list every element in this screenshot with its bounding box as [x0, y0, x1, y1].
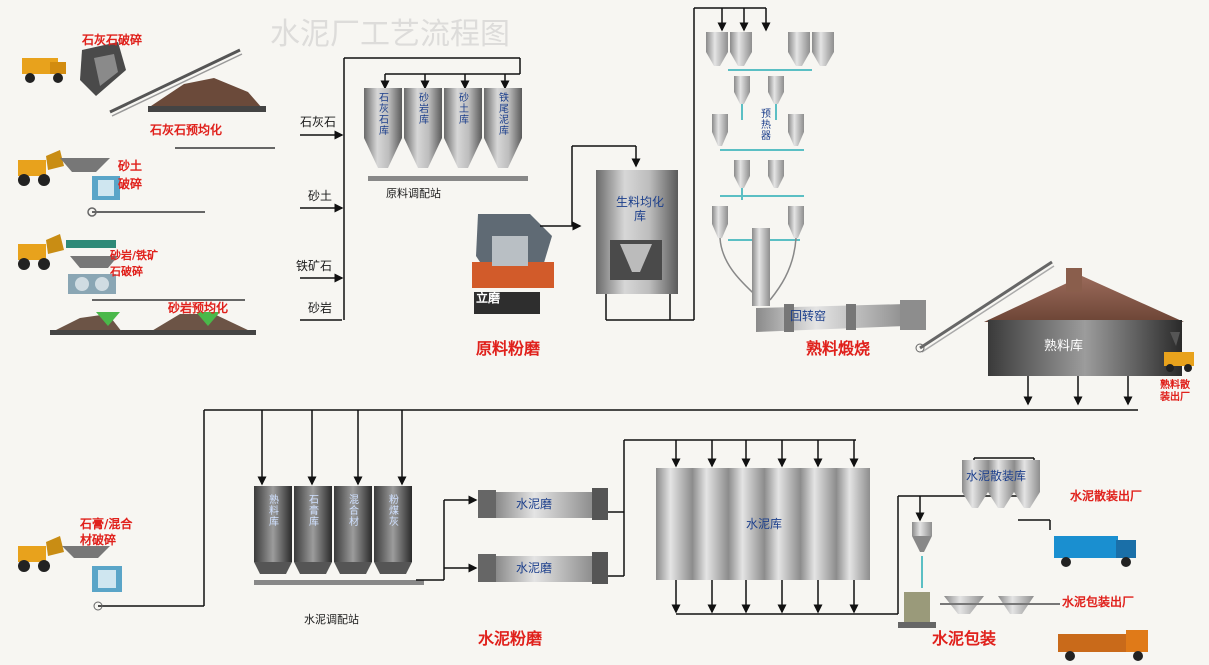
cement-silo-admixture: 混合材	[346, 494, 358, 527]
label-limestone-prehomo: 石灰石预均化	[150, 123, 223, 137]
vertical-mill-label: 立磨	[476, 291, 501, 305]
prehomogenization-pile	[148, 78, 266, 112]
raw-silo-iron-tailings: 铁尾泥库	[496, 92, 508, 136]
packing-machine	[898, 592, 936, 628]
crusher-icon	[92, 176, 120, 200]
raw-meal-silo-label: 生料均化库	[616, 195, 665, 223]
packing-out-label: 水泥包装出厂	[1062, 595, 1135, 609]
label-gypsum-line1: 石膏/混合	[80, 517, 133, 531]
label-sandy-soil: 砂土	[118, 159, 143, 173]
crusher-icon	[68, 274, 116, 294]
vertical-mill	[472, 214, 554, 314]
gas-ducts	[720, 69, 812, 241]
raw-input-limestone: 石灰石	[300, 115, 337, 129]
conveyor-belt	[919, 260, 1053, 350]
cement-station-label: 水泥调配站	[304, 613, 359, 626]
batching-belt	[254, 580, 424, 585]
cement-silo-bank-label: 水泥库	[746, 517, 783, 531]
section-raw-grinding: 原料粉磨	[476, 339, 541, 358]
raw-meal-silo	[596, 170, 678, 294]
crusher-icon	[80, 42, 126, 96]
prehomogenization-pile	[50, 312, 256, 335]
cement-silo-clinker: 熟料库	[266, 494, 278, 527]
cement-mill-2-label: 水泥磨	[516, 561, 553, 575]
cement-mill	[478, 552, 608, 584]
feed-lines	[605, 7, 771, 321]
section-clinker-calcination: 熟料煅烧	[806, 339, 871, 358]
bulk-silo-label: 水泥散装库	[966, 469, 1027, 483]
section-cement-grinding: 水泥粉磨	[478, 629, 543, 648]
watermark-title: 水泥厂工艺流程图	[270, 17, 510, 52]
section-cement-packing: 水泥包装	[932, 629, 997, 648]
bulk-out-label: 水泥散装出厂	[1070, 489, 1143, 503]
raw-silo-limestone: 石灰石库	[376, 92, 388, 136]
batching-belt	[368, 176, 528, 181]
rotary-kiln	[756, 300, 926, 332]
hopper	[70, 256, 118, 268]
label-sandstone-prehomo: 砂岩预均化	[168, 301, 229, 315]
raw-input-sandy-soil: 砂土	[308, 189, 333, 203]
clinker-silo-label: 熟料库	[1044, 339, 1084, 354]
conveyor-belt	[109, 48, 241, 114]
preheater-tower	[706, 32, 834, 238]
feed-lines	[571, 145, 641, 226]
label-gypsum-line2: 材破碎	[80, 533, 117, 547]
raw-station-label: 原料调配站	[386, 187, 441, 200]
cement-mill	[478, 488, 608, 520]
label-crush: 破碎	[118, 177, 143, 191]
wheel-loader-icon	[18, 150, 64, 186]
crusher-icon	[92, 566, 122, 592]
label-limestone-crush: 石灰石破碎	[82, 33, 143, 47]
preheater-label: 预热器	[758, 108, 770, 141]
cement-silo-flyash: 粉煤灰	[386, 494, 398, 527]
cargo-truck-icon	[1058, 630, 1148, 661]
bulk-truck-icon	[1164, 332, 1194, 372]
conveyor-belt	[111, 53, 243, 117]
raw-silo-sandstone: 砂岩库	[416, 92, 428, 125]
raw-input-sandstone: 砂岩	[308, 301, 333, 315]
hopper	[60, 158, 110, 172]
feed-lines	[98, 376, 1138, 607]
label-sandstone-ore: 砂岩/铁矿	[110, 249, 159, 262]
calciner	[752, 228, 770, 306]
label-stone-crush: 石破碎	[110, 265, 143, 278]
cement-batching-silos	[254, 486, 412, 574]
bulk-truck-icon	[1054, 536, 1136, 567]
raw-silo-group	[364, 88, 522, 168]
wheel-loader-icon	[18, 536, 64, 572]
cement-silo-gypsum: 石膏库	[306, 494, 318, 527]
conveyor-belt	[921, 265, 1055, 353]
feed-lines	[416, 439, 859, 581]
dump-truck-icon	[22, 58, 66, 83]
bulk-cement-silo	[962, 460, 1040, 508]
hopper	[62, 546, 110, 558]
feed-lines	[300, 57, 521, 321]
kiln-label: 回转窑	[790, 309, 827, 323]
feeder	[66, 240, 116, 248]
raw-input-iron-ore: 铁矿石	[296, 259, 333, 273]
raw-silo-sandy-soil: 砂土库	[456, 92, 468, 125]
wheel-loader-icon	[18, 234, 64, 270]
clinker-bulk-out-label: 熟料散装出厂	[1160, 380, 1190, 403]
cement-mill-1-label: 水泥磨	[516, 497, 553, 511]
clinker-silo	[984, 268, 1184, 376]
packing-hopper	[912, 522, 932, 552]
cement-silo-bank	[656, 468, 870, 580]
